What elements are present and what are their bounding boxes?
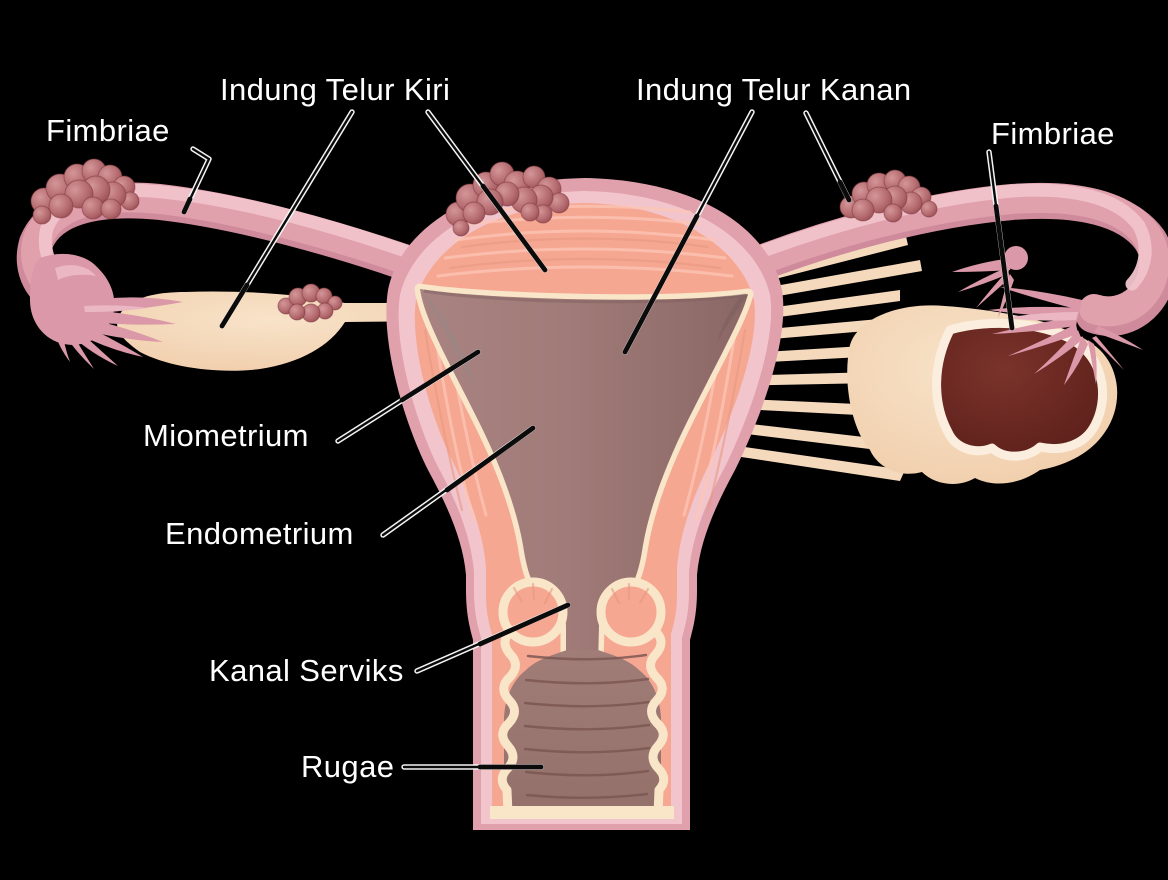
- label-fimbriae-right: Fimbriae: [991, 116, 1115, 151]
- ovarian-mass: [932, 318, 1108, 461]
- uterus: [386, 178, 784, 830]
- uterine-cavity: [420, 289, 748, 664]
- label-miometrium: Miometrium: [143, 418, 309, 453]
- label-indung-telur-kiri: Indung Telur Kiri: [220, 72, 451, 107]
- leader-indung-telur-kanan-cavity: [622, 109, 755, 355]
- left-ovary: [117, 291, 458, 371]
- rugae-ridges: [523, 653, 651, 799]
- label-indung-telur-kanan: Indung Telur Kanan: [636, 72, 912, 107]
- right-fallopian-tube: [723, 182, 1168, 336]
- label-fimbriae-left: Fimbriae: [46, 113, 170, 148]
- leader-lines: [181, 109, 1015, 770]
- leader-indung-telur-kiri-ovary: [219, 109, 355, 329]
- leader-fimbriae-left: [181, 146, 212, 215]
- leader-indung-telur-kiri-fundus: [425, 109, 548, 273]
- vaginal-canal: [504, 650, 661, 814]
- follicle-cluster-ligament: [277, 283, 343, 323]
- right-fimbriae: [952, 246, 1143, 385]
- label-rugae: Rugae: [301, 749, 395, 784]
- follicle-cluster-left-tube: [30, 158, 140, 225]
- cervix-lobes: [498, 577, 666, 647]
- follicle-cluster-fundus: [445, 161, 570, 237]
- leader-fimbriae-right: [986, 149, 1015, 331]
- leader-indung-telur-kanan-follicles: [803, 110, 852, 203]
- label-endometrium: Endometrium: [165, 516, 354, 551]
- left-fimbriae: [30, 253, 183, 369]
- leader-endometrium: [380, 425, 536, 538]
- follicle-cluster-right-tube: [839, 169, 938, 223]
- leader-kanal-serviks: [414, 602, 571, 674]
- label-kanal-serviks: Kanal Serviks: [209, 653, 404, 688]
- leader-miometrium: [335, 349, 481, 444]
